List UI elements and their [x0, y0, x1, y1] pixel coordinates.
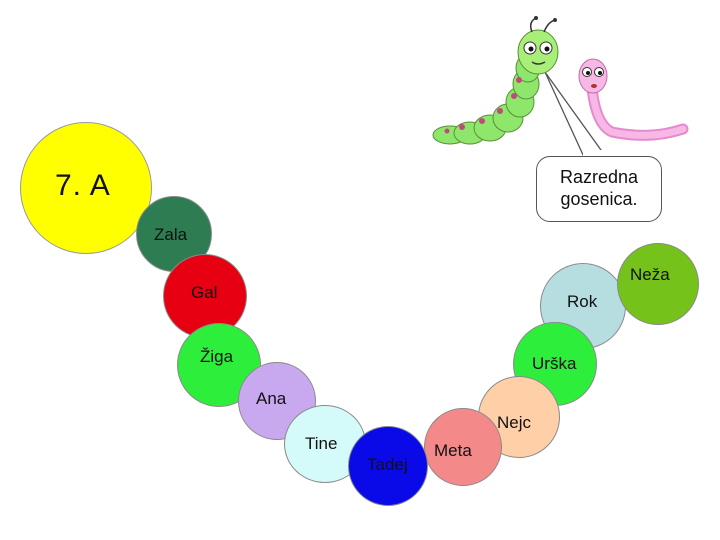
worm-cartoon	[578, 58, 689, 141]
segment-label-ziga: Žiga	[200, 347, 234, 366]
segment-label-nejc: Nejc	[497, 413, 532, 432]
speech-bubble: Razredna gosenica.	[536, 156, 662, 222]
caterpillar-head	[20, 122, 152, 254]
segment-neza	[617, 243, 699, 325]
speech-bubble-line-2: gosenica.	[560, 189, 638, 209]
class-title: 7. A	[55, 169, 111, 202]
segment-label-tadej: Tadej	[367, 455, 408, 474]
segment-label-ana: Ana	[256, 389, 287, 408]
segment-label-tine: Tine	[305, 434, 338, 453]
segment-label-rok: Rok	[567, 292, 598, 311]
segment-gal	[163, 254, 247, 338]
caterpillar-cartoon	[432, 16, 559, 145]
segment-label-meta: Meta	[434, 441, 472, 460]
segment-meta	[424, 408, 502, 486]
speech-bubble-line-1: Razredna	[559, 167, 639, 187]
segment-label-gal: Gal	[191, 283, 218, 302]
segment-label-zala: Zala	[154, 225, 188, 244]
segment-label-urska: Urška	[532, 354, 577, 373]
speech-bubble-tail-cover	[583, 150, 607, 160]
segment-tadej	[348, 426, 428, 506]
segment-label-neza: Neža	[630, 265, 670, 284]
